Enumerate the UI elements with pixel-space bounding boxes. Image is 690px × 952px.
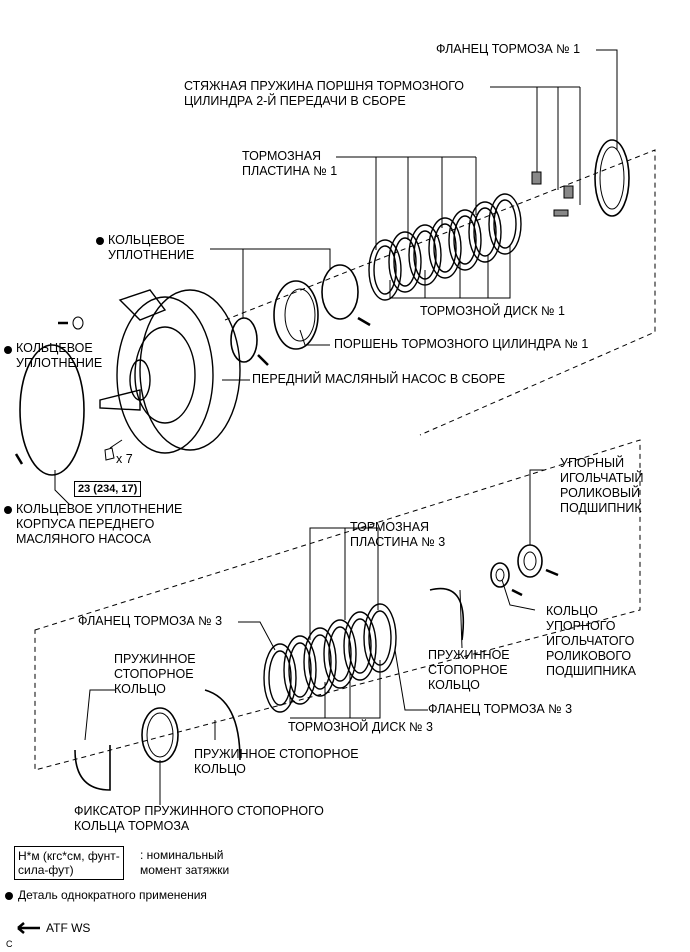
snap-ring-right-part (429, 587, 465, 641)
label-brake-plate-3: ТОРМОЗНАЯ ПЛАСТИНА № 3 (350, 520, 446, 549)
arrow-6 (511, 588, 523, 597)
label-brake-disc-1: ТОРМОЗНОЙ ДИСК № 1 (420, 304, 565, 318)
dashed-frame-upper (224, 149, 656, 436)
leader-plate-1 (336, 156, 477, 250)
brake-pack-3 (263, 603, 397, 713)
leader-disc-1 (389, 245, 511, 299)
snap-ring-left-part (74, 745, 111, 791)
arrow-5 (545, 568, 559, 577)
label-snap-ring-mid: ПРУЖИННОЕ СТОПОРНОЕ КОЛЬЦО (194, 747, 359, 776)
torque-spec: 23 (234, 17) (74, 481, 142, 497)
leader-snap-left (84, 689, 115, 741)
leader-oring-top (210, 248, 331, 318)
arrow-2 (257, 354, 269, 366)
leader-spring (490, 86, 581, 205)
non-reusable-dot-icon (5, 892, 13, 900)
legend-torque-units: Н*м (кгс*см, фунт- сила-фут) (14, 846, 124, 880)
atf-arrow-icon (17, 922, 40, 934)
leader-flange-3-bottom (394, 649, 428, 711)
label-bearing-race: КОЛЬЦО УПОРНОГО ИГОЛЬЧАТОГО РОЛИКОВОГО П… (546, 604, 636, 678)
non-reusable-dot-icon (4, 346, 12, 354)
leader-plate-3 (309, 527, 379, 640)
brake-pack-1 (368, 193, 522, 301)
bolt-part (104, 439, 123, 461)
leader-pump-oring (54, 470, 71, 506)
label-snap-ring-retainer: ФИКСАТОР ПРУЖИННОГО СТОПОРНОГО КОЛЬЦА ТО… (74, 804, 324, 833)
arrow-1 (357, 316, 371, 327)
leader-flange-3-top (238, 621, 276, 651)
dashed-frame-lower (34, 439, 641, 771)
thrust-bearing-part (517, 544, 543, 578)
leader-flange-1 (596, 49, 618, 150)
spring-part-3 (553, 209, 569, 217)
figure-code: C (6, 939, 13, 949)
label-piston-1: ПОРШЕНЬ ТОРМОЗНОГО ЦИЛИНДРА № 1 (334, 337, 589, 351)
label-brake-flange-1: ФЛАНЕЦ ТОРМОЗА № 1 (436, 42, 581, 56)
legend-atf: ATF WS (46, 921, 91, 935)
leader-bearing-race (501, 579, 536, 611)
label-snap-ring-right: ПРУЖИННОЕ СТОПОРНОЕ КОЛЬЦО (428, 648, 510, 692)
piston-part (273, 280, 319, 350)
snap-ring-mid-part (204, 689, 241, 761)
leader-piston (299, 329, 330, 346)
spring-part-1 (531, 171, 542, 185)
spring-part-2 (563, 185, 574, 199)
non-reusable-dot-icon (4, 506, 12, 514)
label-snap-ring-left: ПРУЖИННОЕ СТОПОРНОЕ КОЛЬЦО (114, 652, 196, 696)
legend-non-reusable: Деталь однократного применения (18, 888, 207, 902)
label-oring-left: КОЛЬЦЕВОЕ УПЛОТНЕНИЕ (16, 341, 103, 370)
leader-thrust-bearing (529, 469, 545, 545)
label-thrust-bearing: УПОРНЫЙ ИГОЛЬЧАТЫЙ РОЛИКОВЫЙ ПОДШИПНИК (560, 456, 644, 515)
label-brake-flange-3-bottom: ФЛАНЕЦ ТОРМОЗА № 3 (428, 702, 573, 716)
legend-torque-desc: : номинальный момент затяжки (140, 848, 230, 877)
retainer-part (141, 707, 179, 763)
arrow-4 (14, 453, 24, 465)
label-piston-spring: СТЯЖНАЯ ПРУЖИНА ПОРШНЯ ТОРМОЗНОГО ЦИЛИНД… (184, 79, 465, 108)
oring-top-part-1 (321, 264, 359, 320)
label-front-pump: ПЕРЕДНИЙ МАСЛЯНЫЙ НАСОС В СБОРЕ (252, 372, 506, 386)
brake-flange-1-part (594, 139, 630, 217)
bearing-race-part (490, 562, 510, 588)
label-brake-plate-1: ТОРМОЗНАЯ ПЛАСТИНА № 1 (242, 149, 338, 178)
oring-top-part-2 (230, 317, 258, 363)
pump-oring-part (19, 344, 85, 476)
label-oring-top: КОЛЬЦЕВОЕ УПЛОТНЕНИЕ (108, 233, 195, 262)
label-bolt-qty: x 7 (116, 452, 133, 466)
label-brake-disc-3: ТОРМОЗНОЙ ДИСК № 3 (288, 720, 433, 734)
non-reusable-dot-icon (96, 237, 104, 245)
label-brake-flange-3-top: ФЛАНЕЦ ТОРМОЗА № 3 (78, 614, 223, 628)
label-pump-body-oring: КОЛЬЦЕВОЕ УПЛОТНЕНИЕ КОРПУСА ПЕРЕДНЕГО М… (16, 502, 183, 546)
front-pump-part (99, 289, 241, 454)
